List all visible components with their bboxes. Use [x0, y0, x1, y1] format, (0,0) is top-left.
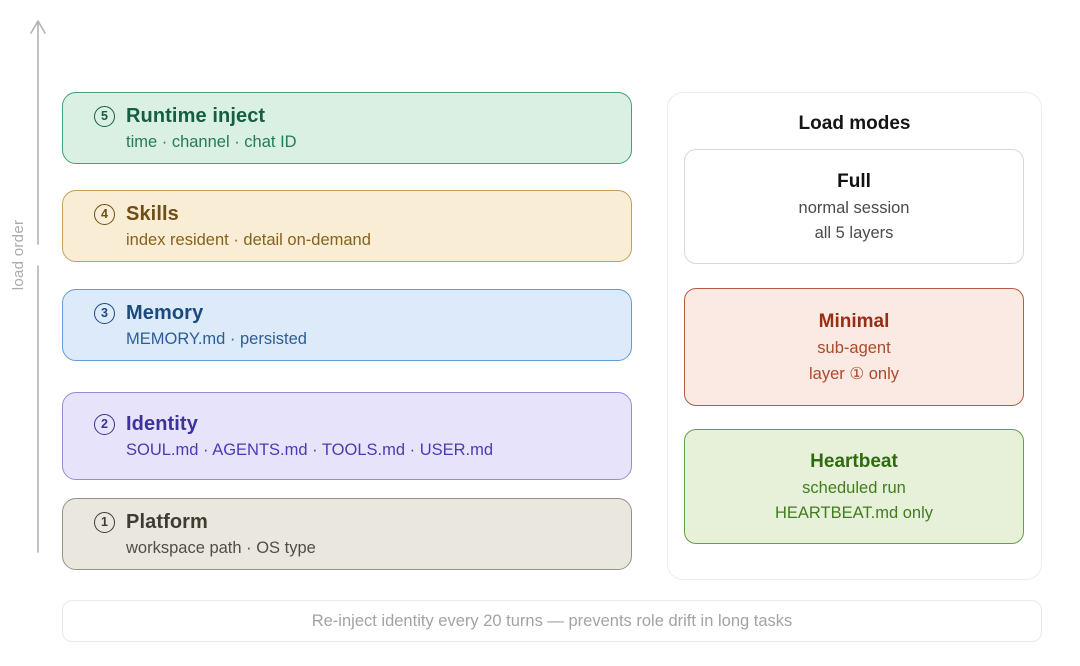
mode-description-line: normal session	[798, 198, 910, 217]
layer-box-memory: 3 Memory MEMORY.md · persisted	[62, 289, 632, 361]
layer-box-skills: 4 Skills index resident · detail on-dema…	[62, 190, 632, 262]
load-modes-title: Load modes	[798, 113, 911, 134]
layer-subtitle: SOUL.md · AGENTS.md · TOOLS.md · USER.md	[126, 440, 494, 459]
layer-box-platform: 1 Platform workspace path · OS type	[62, 498, 632, 570]
layer-number-badge: 3	[94, 302, 115, 324]
mode-name: Heartbeat	[810, 450, 898, 472]
mode-description-line: scheduled run	[802, 478, 906, 497]
layer-number-badge: 4	[94, 203, 115, 225]
layer-number-badge: 1	[94, 511, 115, 533]
layer-title: Memory	[126, 301, 204, 324]
layer-subtitle: workspace path · OS type	[126, 538, 316, 557]
layer-box-runtime-inject: 5 Runtime inject time · channel · chat I…	[62, 92, 632, 164]
mode-card-heartbeat: Heartbeat scheduled run HEARTBEAT.md onl…	[684, 429, 1024, 544]
layer-title: Runtime inject	[126, 104, 266, 127]
layer-number-badge: 2	[94, 413, 115, 435]
layer-box-identity: 2 Identity SOUL.md · AGENTS.md · TOOLS.m…	[62, 392, 632, 480]
layer-subtitle: MEMORY.md · persisted	[126, 329, 307, 348]
layer-title: Skills	[126, 202, 179, 225]
layer-title: Identity	[126, 412, 198, 435]
mode-name: Full	[837, 170, 871, 192]
load-order-axis-arrow	[30, 20, 46, 553]
mode-card-minimal: Minimal sub-agent layer ① only	[684, 288, 1024, 406]
layer-number-badge: 5	[94, 105, 115, 127]
layer-title: Platform	[126, 510, 208, 533]
mode-name: Minimal	[818, 310, 890, 332]
layer-subtitle: time · channel · chat ID	[126, 132, 297, 151]
mode-description-line: HEARTBEAT.md only	[774, 503, 934, 522]
mode-description-line: layer ① only	[809, 364, 899, 383]
load-modes-panel: Load modes Full normal session all 5 lay…	[667, 92, 1042, 580]
footnote-text: Re-inject identity every 20 turns — prev…	[311, 611, 793, 630]
layer-subtitle: index resident · detail on-demand	[126, 230, 371, 249]
mode-description-line: sub-agent	[817, 338, 891, 357]
mode-description-line: all 5 layers	[814, 223, 894, 242]
footnote-banner: Re-inject identity every 20 turns — prev…	[62, 600, 1042, 642]
mode-card-full: Full normal session all 5 layers	[684, 149, 1024, 264]
load-order-axis-label: load order	[10, 219, 27, 291]
